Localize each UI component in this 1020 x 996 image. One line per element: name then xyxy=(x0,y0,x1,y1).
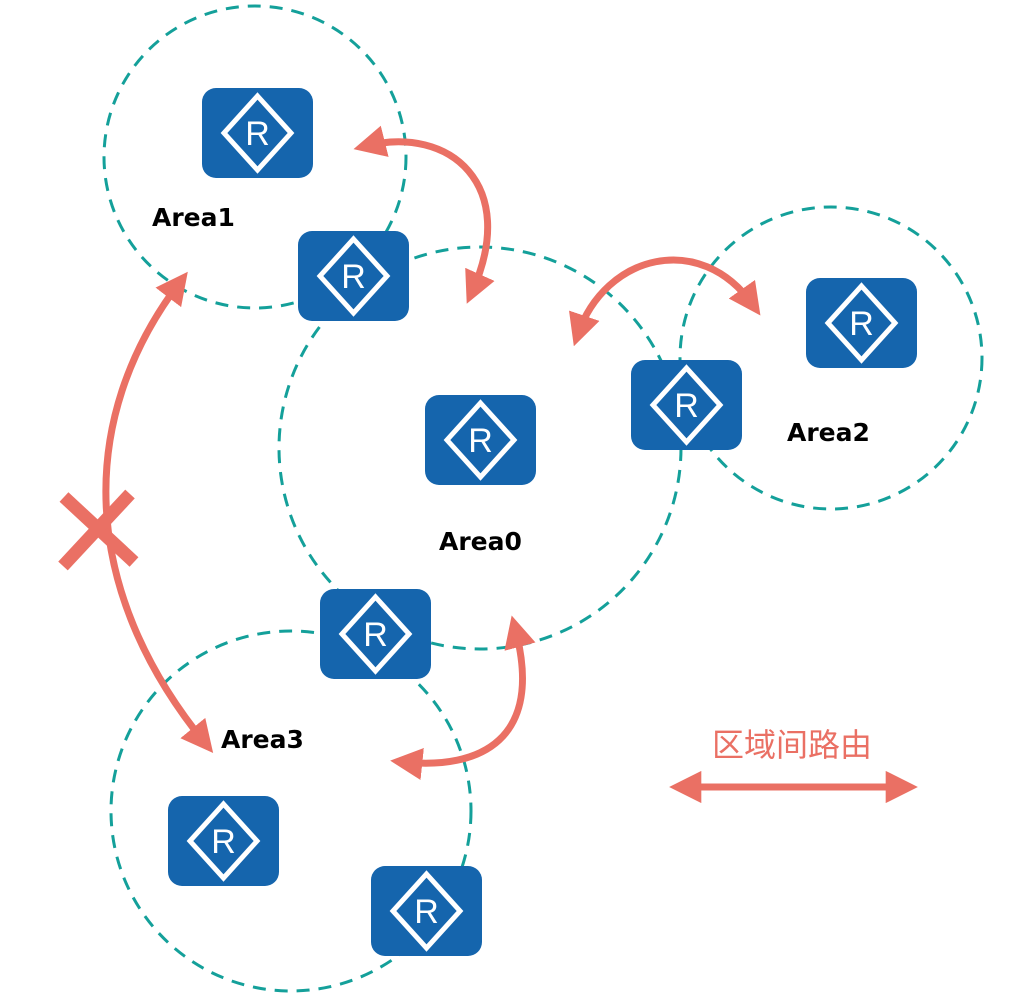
router-icon[interactable]: R xyxy=(806,278,917,368)
area3-boundary xyxy=(109,629,473,993)
area0-label: Area0 xyxy=(439,527,522,556)
router-letter: R xyxy=(245,115,270,153)
route-arc-area1-area0 xyxy=(353,125,495,304)
router-letter: R xyxy=(341,258,366,296)
router-icon[interactable]: R xyxy=(631,360,742,450)
router-letter: R xyxy=(414,893,439,931)
route-arc-area1-area3-blocked xyxy=(102,271,214,753)
router-icon[interactable]: R xyxy=(371,866,482,956)
area2-boundary xyxy=(678,205,984,511)
router-icon[interactable]: R xyxy=(298,231,409,321)
router-letter: R xyxy=(468,422,493,460)
area1-label: Area1 xyxy=(152,203,235,232)
area3-label: Area3 xyxy=(221,725,304,754)
router-letter: R xyxy=(674,387,699,425)
router-icon[interactable]: R xyxy=(425,395,536,485)
route-arc-area0-area3 xyxy=(390,615,536,781)
router-icon[interactable]: R xyxy=(320,589,431,679)
legend-label: 区域间路由 xyxy=(712,726,872,764)
router-icon[interactable]: R xyxy=(202,88,313,178)
blocked-route-x-icon xyxy=(58,489,139,571)
router-letter: R xyxy=(363,616,388,654)
router-letter: R xyxy=(211,823,236,861)
route-arc-area0-area2 xyxy=(569,256,761,347)
router-icon[interactable]: R xyxy=(168,796,279,886)
router-letter: R xyxy=(849,305,874,343)
area2-label: Area2 xyxy=(787,418,870,447)
legend: 区域间路由 xyxy=(669,726,918,804)
